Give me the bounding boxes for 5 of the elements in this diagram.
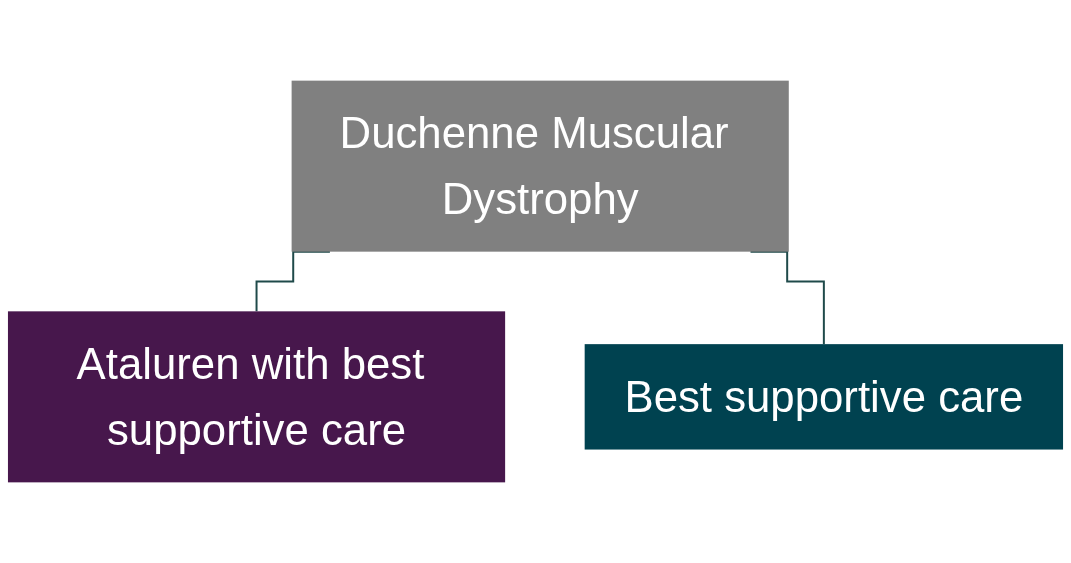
connector <box>749 250 825 346</box>
process-box: Duchenne Muscular Dystrophy <box>291 80 789 252</box>
process-box: Best supportive care <box>584 344 1064 450</box>
process-box: Ataluren with best supportive care <box>7 311 506 483</box>
connector <box>255 250 331 313</box>
